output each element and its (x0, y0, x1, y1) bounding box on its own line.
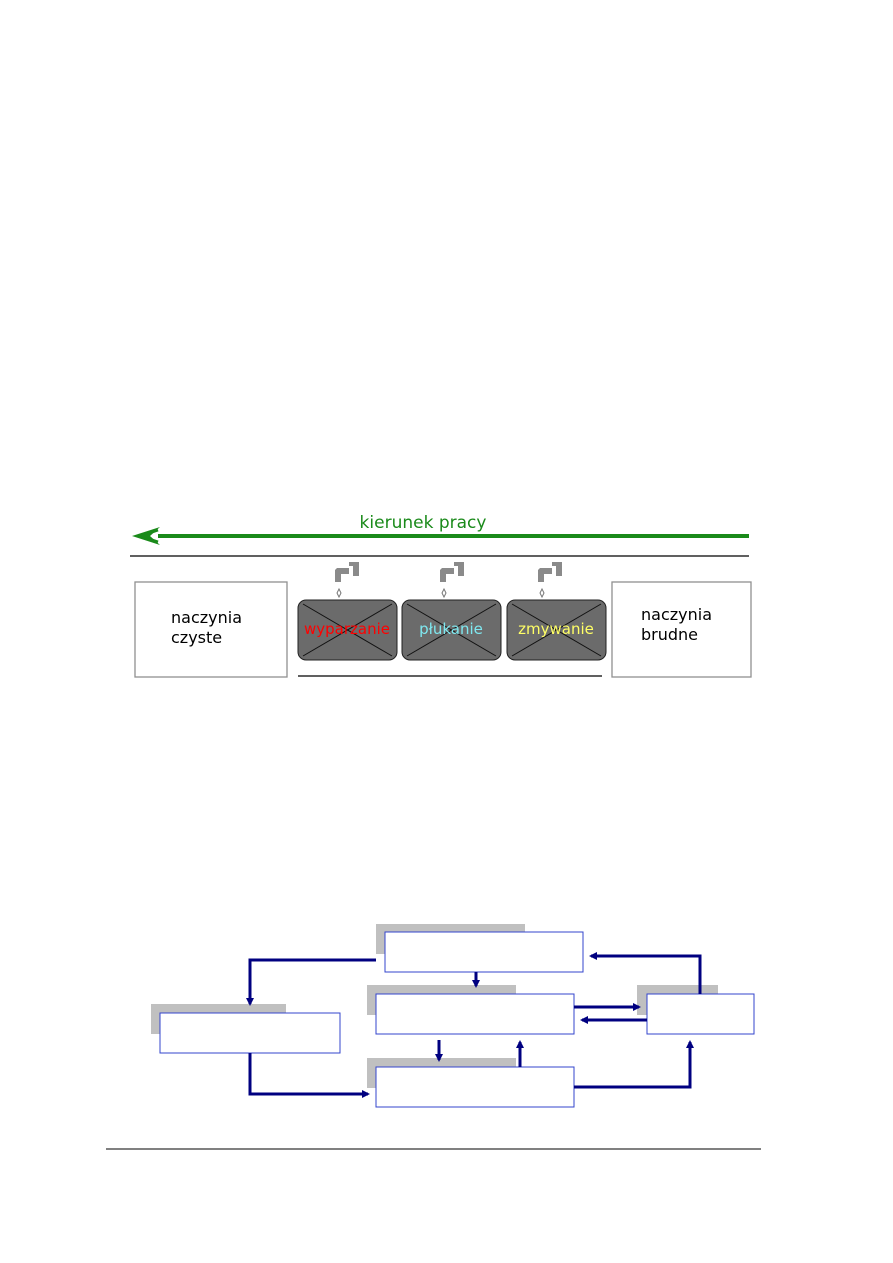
sink-scalding (297, 599, 398, 661)
flow-box-right (646, 993, 755, 1035)
clean-dishes-box (134, 581, 288, 678)
dirty-dishes-box (611, 581, 752, 678)
flow-box-bottom (375, 1066, 575, 1108)
clean-dishes-line2: czyste (171, 628, 222, 647)
flowchart (151, 924, 755, 1108)
faucet-icon (440, 562, 464, 599)
connector-left-to-bottom (248, 1053, 370, 1098)
connector-right-to-top (589, 952, 702, 994)
sink-label-washing: zmywanie (518, 620, 594, 638)
flow-box-middle (375, 993, 575, 1035)
work-direction-arrow (132, 527, 749, 545)
sink-washing (506, 599, 607, 661)
sink-label-scalding: wyparzanie (304, 620, 390, 638)
faucet-icon (538, 562, 562, 599)
flow-box-top (384, 931, 584, 973)
dirty-dishes-line1: naczynia (641, 605, 712, 624)
dishwashing-diagram: kierunek pracy naczynia czyste naczynia … (130, 513, 752, 678)
connector-top-to-left (246, 958, 376, 1006)
sink-rinsing (401, 599, 502, 661)
connector-bottom-to-right (574, 1040, 694, 1089)
faucet-icon (335, 562, 359, 599)
dirty-dishes-line2: brudne (641, 625, 698, 644)
sink-label-rinsing: płukanie (419, 620, 483, 638)
flow-box-left (159, 1012, 341, 1054)
clean-dishes-line1: naczynia (171, 608, 242, 627)
work-direction-label: kierunek pracy (360, 513, 487, 533)
